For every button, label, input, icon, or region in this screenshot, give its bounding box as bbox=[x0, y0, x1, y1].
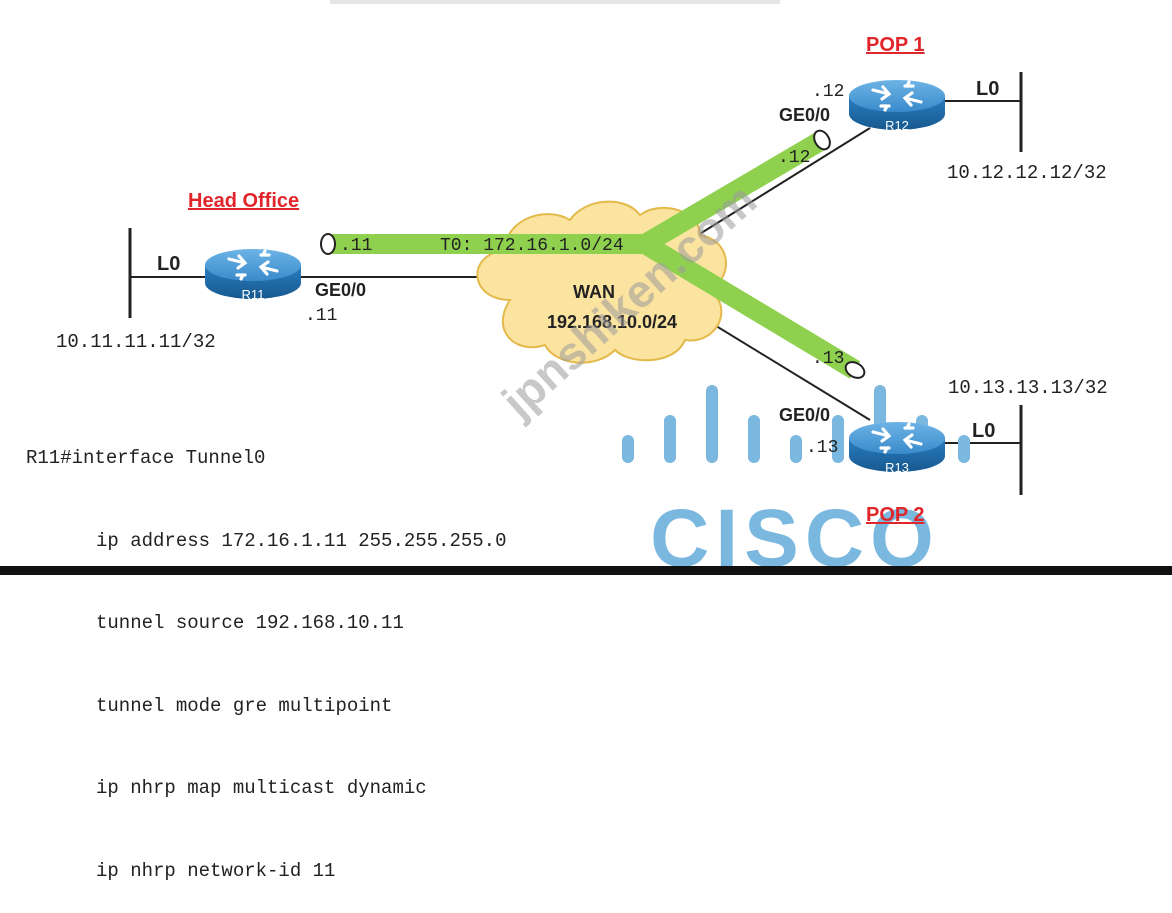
cisco-logo-bar bbox=[706, 385, 718, 463]
r11-interface-host: .11 bbox=[305, 306, 337, 326]
config-line: tunnel mode gre multipoint bbox=[96, 694, 393, 717]
cisco-logo-bar bbox=[664, 415, 676, 463]
router-r13: R13 bbox=[847, 420, 947, 475]
config-line: ip nhrp map multicast dynamic bbox=[96, 777, 427, 799]
router-config-block: R11#interface Tunnel0 ip address 172.16.… bbox=[26, 390, 506, 913]
tunnel-r12-host: .12 bbox=[778, 148, 810, 168]
wan-subnet: 192.168.10.0/24 bbox=[547, 312, 677, 332]
cisco-logo-bar bbox=[622, 435, 634, 463]
router-r11: R11 bbox=[203, 247, 303, 302]
r13-loopback-address: 10.13.13.13/32 bbox=[948, 377, 1108, 399]
r12-tunnel-endpoint-icon bbox=[813, 129, 831, 151]
r11-loopback-segment bbox=[128, 228, 205, 318]
config-line: ip nhrp network-id 11 bbox=[96, 859, 336, 882]
router-r12-label: R12 bbox=[885, 118, 909, 133]
tunnel-r11-host: .11 bbox=[340, 236, 372, 256]
r12-interface-host: .12 bbox=[812, 82, 844, 102]
r12-wan-link bbox=[689, 127, 871, 241]
r13-wan-link bbox=[689, 309, 871, 421]
r13-loopback-segment bbox=[945, 405, 1023, 495]
cisco-logo-bar bbox=[958, 435, 970, 463]
cisco-logo-text: CISCO bbox=[650, 493, 940, 575]
r13-interface-label: GE0/0 bbox=[779, 405, 830, 425]
tunnel-label: T0: 172.16.1.0/24 bbox=[440, 236, 624, 256]
cisco-logo-bar bbox=[832, 415, 844, 463]
tunnel-overlay bbox=[320, 129, 866, 379]
router-r13-label: R13 bbox=[885, 460, 909, 475]
config-line: tunnel source 192.168.10.11 bbox=[96, 612, 404, 634]
r11-interface-label: GE0/0 bbox=[315, 280, 366, 300]
network-diagram: CISCO R11 R12 R13 Head Office POP 1 POP … bbox=[56, 34, 1108, 575]
config-line: ip address 172.16.1.11 255.255.255.0 bbox=[96, 529, 507, 552]
pop2-label: POP 2 bbox=[866, 504, 925, 526]
r11-loopback-name: L0 bbox=[157, 253, 180, 275]
config-line: R11#interface Tunnel0 bbox=[26, 447, 266, 469]
r13-loopback-name: L0 bbox=[972, 420, 995, 442]
head-office-label: Head Office bbox=[188, 190, 299, 212]
pop1-label: POP 1 bbox=[866, 34, 925, 56]
r11-tunnel-endpoint-icon bbox=[320, 233, 336, 255]
tunnel-r13-host: .13 bbox=[812, 349, 844, 369]
router-r12: R12 bbox=[847, 78, 947, 133]
cisco-logo-bar bbox=[748, 415, 760, 463]
r13-interface-host: .13 bbox=[806, 438, 838, 458]
router-r11-label: R11 bbox=[242, 287, 265, 302]
cisco-logo-bar bbox=[790, 435, 802, 463]
cisco-logo: CISCO bbox=[622, 385, 970, 575]
r11-loopback-address: 10.11.11.11/32 bbox=[56, 331, 216, 353]
r12-interface-label: GE0/0 bbox=[779, 105, 830, 125]
r13-tunnel-endpoint-icon bbox=[844, 361, 866, 379]
top-edge-bar bbox=[330, 0, 780, 4]
r12-loopback-segment bbox=[945, 72, 1023, 152]
r12-loopback-address: 10.12.12.12/32 bbox=[947, 162, 1107, 184]
r12-loopback-name: L0 bbox=[976, 78, 999, 100]
bottom-edge-bar bbox=[0, 566, 1172, 575]
wan-label: WAN bbox=[573, 282, 615, 302]
